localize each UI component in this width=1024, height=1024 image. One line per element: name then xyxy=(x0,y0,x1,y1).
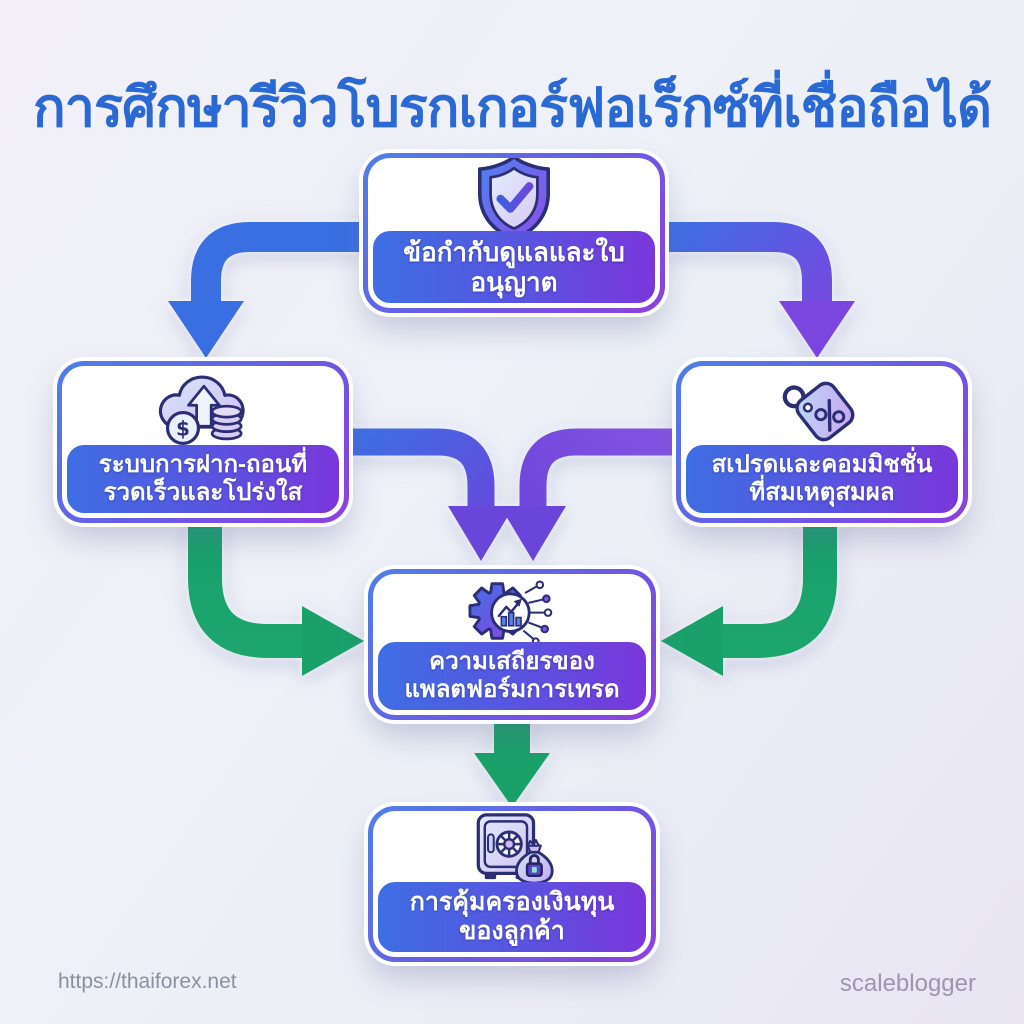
node-fund-protection-label: การคุ้มครองเงินทุน ของลูกค้า xyxy=(378,882,646,952)
svg-text:$: $ xyxy=(176,416,190,440)
node-platform-stability: ความเสถียรของ แพลตฟอร์มการเทรด xyxy=(368,569,656,720)
node-platform-stability-label: ความเสถียรของ แพลตฟอร์มการเทรด xyxy=(378,642,646,710)
node-spread-commission: สเปรดและคอมมิชชั่น ที่สมเหตุสมผล xyxy=(676,361,968,523)
node-deposit-withdrawal: $ ระบบการฝาก-ถอนที่ รวดเร็วและโปร่งใส xyxy=(57,361,349,523)
percent-tag-icon xyxy=(782,381,855,442)
node-fund-protection: การคุ้มครองเงินทุน ของลูกค้า xyxy=(368,806,656,962)
node-regulation: ข้อกำกับดูแลและใบอนุญาต xyxy=(363,153,665,313)
page-title: การศึกษารีวิวโบรกเกอร์ฟอเร็กซ์ที่เชื่อถื… xyxy=(32,78,992,139)
credit-watermark: scaleblogger xyxy=(839,970,976,997)
gear-chart-icon xyxy=(468,580,553,645)
arrow-deposit-to-platform-top xyxy=(349,428,514,561)
node-regulation-label: ข้อกำกับดูแลและใบอนุญาต xyxy=(373,230,655,303)
safe-moneybag-icon xyxy=(476,813,554,885)
arrow-spread-to-platform-top xyxy=(500,428,676,561)
shield-check-icon xyxy=(478,158,550,241)
arrow-regulation-to-deposit xyxy=(168,222,365,358)
arrow-regulation-to-spread xyxy=(663,222,855,358)
cloud-money-icon: $ xyxy=(158,375,245,446)
arrow-platform-to-protection xyxy=(474,721,550,807)
arrow-spread-to-platform-side xyxy=(661,522,837,676)
node-deposit-withdrawal-label: ระบบการฝาก-ถอนที่ รวดเร็วและโปร่งใส xyxy=(67,445,339,513)
site-url: https://thaiforex.net xyxy=(58,970,237,993)
node-spread-commission-label: สเปรดและคอมมิชชั่น ที่สมเหตุสมผล xyxy=(686,445,958,513)
arrow-deposit-to-platform-side xyxy=(188,522,364,676)
